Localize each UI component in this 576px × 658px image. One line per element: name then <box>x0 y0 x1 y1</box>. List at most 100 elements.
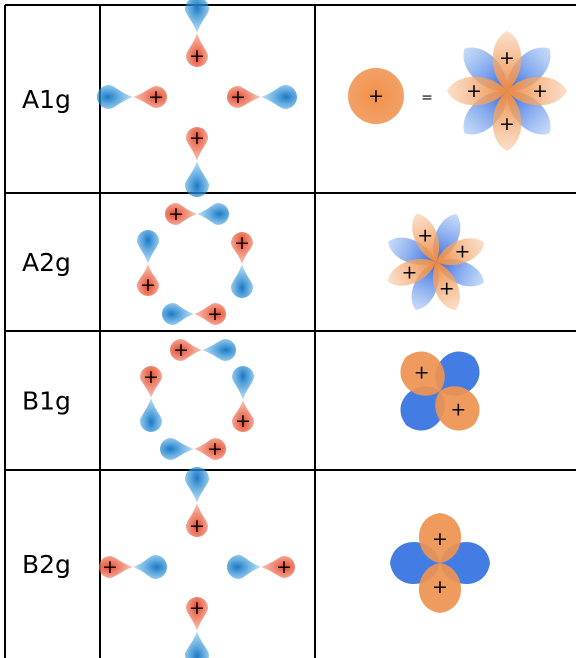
blue-lobe <box>232 366 254 400</box>
red-lobe: + <box>170 339 202 361</box>
plus-sign: + <box>532 80 548 102</box>
orbital-a1g-combo: + = + + + + <box>348 31 567 151</box>
red-lobe: + <box>186 33 208 67</box>
combined-orbitals: +=++++++++++++ <box>348 31 567 613</box>
orbital-ring-b1g: + + + + <box>140 339 254 460</box>
blue-petal <box>506 47 551 92</box>
blue-leaf <box>435 351 480 396</box>
red-lobe: + <box>186 127 208 161</box>
plus-sign: + <box>450 398 466 420</box>
red-lobe: + <box>186 597 208 631</box>
blue-petal <box>433 214 461 262</box>
plus-sign: + <box>189 515 205 537</box>
blue-petal <box>388 237 436 265</box>
plus-sign: + <box>102 556 118 578</box>
plus-sign: + <box>140 274 156 296</box>
red-lobe: + <box>133 86 167 108</box>
blue-lobe <box>197 203 229 225</box>
red-lobe: + <box>232 400 254 432</box>
plus-sign: + <box>439 278 455 300</box>
orbital-cross-b2g: + + + + <box>99 467 295 658</box>
orange-leaf: + <box>419 513 461 563</box>
blue-lobe <box>133 555 167 579</box>
orange-petal: + <box>447 76 507 106</box>
orange-petal: + <box>492 91 522 151</box>
plus-sign: + <box>207 438 223 460</box>
blue-lobe <box>202 339 236 361</box>
plus-sign: + <box>234 232 250 254</box>
plus-sign: + <box>455 240 471 262</box>
plus-sign: + <box>432 528 448 550</box>
plus-sign: + <box>230 86 246 108</box>
red-lobe: + <box>140 366 162 398</box>
orbital-a2g-combo: ++++ <box>387 213 485 311</box>
star-orbital: + + + + <box>447 31 567 151</box>
orange-petal: + <box>432 262 460 311</box>
table-grid <box>4 4 576 658</box>
blue-lobe <box>185 467 209 503</box>
orange-leaf: + <box>400 351 445 396</box>
row-label-a1g: A1g <box>22 85 71 114</box>
blue-lobe <box>185 631 209 658</box>
row-label-b2g: B2g <box>22 550 71 579</box>
orbital-cross: + + + + <box>97 0 297 197</box>
orange-petal: + <box>436 238 485 266</box>
plus-sign: + <box>466 80 482 102</box>
plus-sign: + <box>189 127 205 149</box>
blue-lobe <box>162 303 194 325</box>
red-lobe: + <box>261 556 295 578</box>
orbital-ring-a2g: + + + + <box>137 203 253 325</box>
red-lobe: + <box>194 438 226 460</box>
blue-lobe <box>97 85 133 109</box>
blue-lobe <box>231 264 253 298</box>
orange-petal: + <box>507 76 567 106</box>
red-lobe: + <box>165 203 197 225</box>
blue-petal <box>463 90 508 135</box>
plus-sign: + <box>189 45 205 67</box>
plus-sign: + <box>499 47 515 69</box>
orbital-b1g-combo: ++ <box>400 351 480 431</box>
plus-sign: + <box>207 303 223 325</box>
plus-sign: + <box>168 203 184 225</box>
blue-lobe <box>160 438 194 460</box>
row-label-b1g: B1g <box>22 387 71 416</box>
red-lobe: + <box>231 232 253 264</box>
blue-lobe <box>140 398 162 432</box>
red-lobe: + <box>137 264 159 296</box>
orbital-b2g-combo: ++ <box>390 513 490 613</box>
orange-petal: + <box>412 213 440 262</box>
plus-sign: + <box>143 366 159 388</box>
blue-lobe <box>227 555 261 579</box>
plus-sign: + <box>276 556 292 578</box>
plus-sign: + <box>173 339 189 361</box>
orbital-patterns: + + + + + + + + + + + + + + + + <box>97 0 297 658</box>
row-label-a2g: A2g <box>22 248 71 277</box>
red-lobe: + <box>99 556 133 578</box>
orange-petal: + <box>492 31 522 91</box>
blue-lobe <box>185 0 209 33</box>
red-lobe: + <box>186 503 208 537</box>
red-lobe: + <box>227 86 261 108</box>
plus-sign: + <box>368 85 384 107</box>
orange-leaf: + <box>435 386 480 431</box>
blue-lobe <box>185 161 209 197</box>
plus-sign: + <box>417 224 433 246</box>
orange-petal: + <box>387 258 436 286</box>
blue-petal <box>411 262 439 310</box>
blue-petal <box>463 47 508 92</box>
plus-sign: + <box>235 410 251 432</box>
blue-lobe <box>137 230 159 264</box>
equals-sign: = <box>421 90 433 106</box>
plus-sign: + <box>402 262 418 284</box>
red-lobe: + <box>194 303 226 325</box>
blue-lobe <box>261 85 297 109</box>
blue-petal <box>436 259 484 287</box>
s-orbital-sphere <box>348 68 404 124</box>
plus-sign: + <box>189 597 205 619</box>
plus-sign: + <box>499 113 515 135</box>
blue-petal <box>506 90 551 135</box>
blue-leaf <box>400 386 445 431</box>
orange-leaf: + <box>419 563 461 613</box>
